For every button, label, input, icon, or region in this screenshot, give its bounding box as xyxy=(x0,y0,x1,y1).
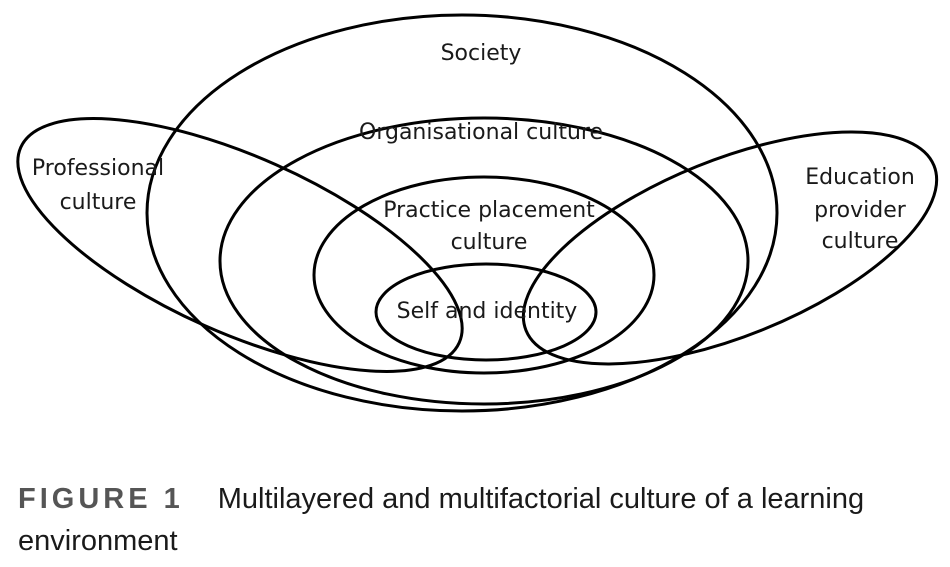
education-provider-culture-ellipse xyxy=(521,130,939,366)
society-ellipse xyxy=(145,13,779,413)
professional-culture-label-line2: culture xyxy=(60,190,137,215)
self-identity-ellipse xyxy=(374,262,598,362)
organisational-culture-label: Organisational culture xyxy=(359,120,603,145)
organisational-culture-ellipse xyxy=(218,116,750,406)
figure-label: FIGURE 1 xyxy=(18,483,184,515)
culture-diagram: Society Organisational culture Practice … xyxy=(16,13,939,413)
practice-placement-label-line2: culture xyxy=(451,230,528,255)
education-provider-label-line1: Education xyxy=(805,165,915,190)
education-provider-label-line3: culture xyxy=(822,229,899,254)
figure-caption-text: Multilayered and multifactorial culture … xyxy=(18,483,865,557)
self-identity-label: Self and identity xyxy=(397,299,578,324)
education-provider-label-line2: provider xyxy=(814,198,907,223)
professional-culture-ellipse xyxy=(16,117,464,373)
society-label: Society xyxy=(441,41,522,66)
practice-placement-label-line1: Practice placement xyxy=(383,198,595,223)
professional-culture-label-line1: Professional xyxy=(32,156,164,181)
practice-placement-ellipse xyxy=(312,175,656,375)
